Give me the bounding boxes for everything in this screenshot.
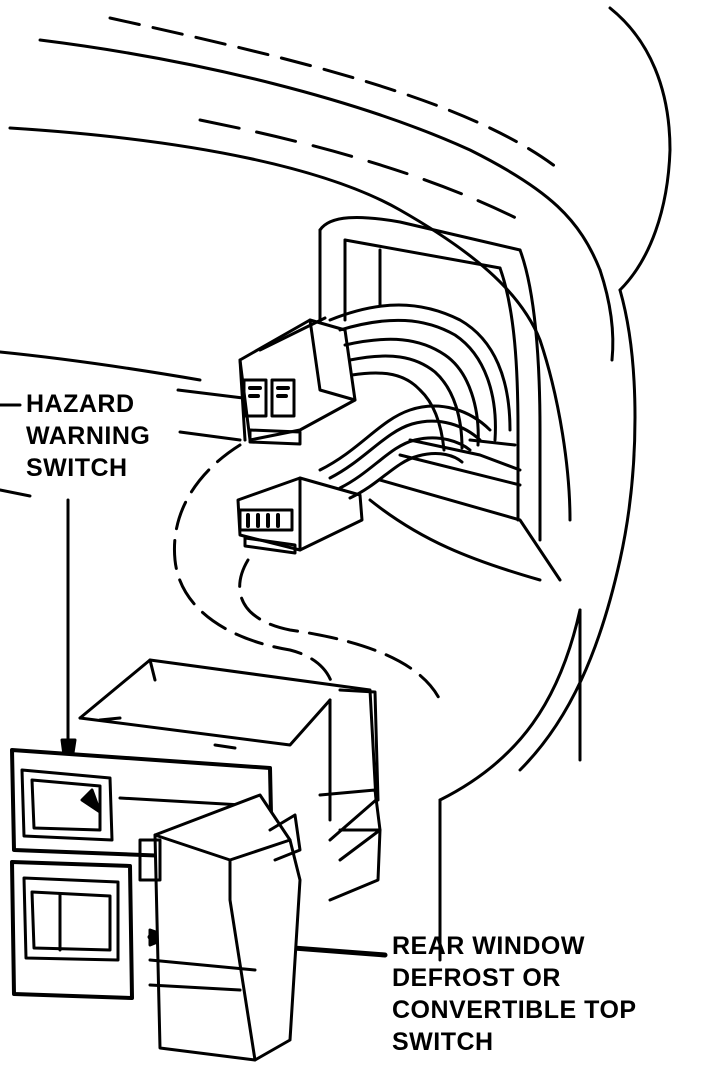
hazard-label-line-2: WARNING <box>26 422 151 450</box>
panel-opening <box>318 215 562 582</box>
dashboard-outline <box>0 6 672 962</box>
rear-window-defrost-switch-label: REAR WINDOW DEFROST OR CONVERTIBLE TOP S… <box>392 930 637 1058</box>
defrost-label-line-2: DEFROST OR <box>392 964 561 992</box>
hazard-warning-switch-label: HAZARD WARNING SWITCH <box>26 388 150 484</box>
defrost-switch-face <box>10 860 134 1000</box>
switch-connector-shroud <box>138 793 302 1062</box>
defrost-connector <box>236 476 364 555</box>
defrost-label-line-3: CONVERTIBLE TOP <box>392 996 637 1024</box>
defrost-label-line-1: REAR WINDOW <box>392 932 585 960</box>
hazard-connector <box>238 316 357 446</box>
upper-harness <box>328 303 517 452</box>
defrost-label-line-4: SWITCH <box>392 1028 494 1056</box>
hazard-label-line-3: SWITCH <box>26 454 128 482</box>
lower-harness <box>318 404 492 500</box>
switch-housing <box>78 658 382 902</box>
hazard-label-line-1: HAZARD <box>26 390 135 418</box>
cable-routing <box>172 443 442 712</box>
